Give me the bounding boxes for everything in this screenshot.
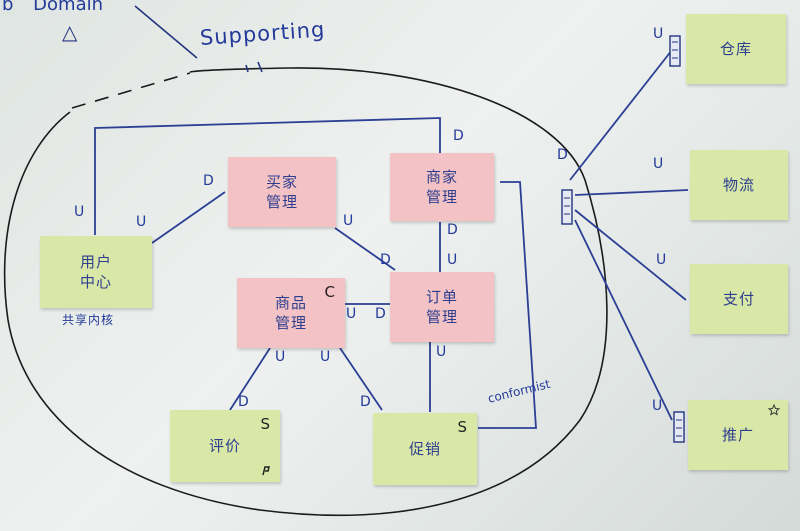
domain-title-text: Domain bbox=[33, 0, 104, 15]
note-goods-line2: 管理 bbox=[274, 314, 307, 332]
label-d-7: D bbox=[360, 394, 371, 410]
note-warehouse-label: 仓库 bbox=[719, 40, 752, 58]
promotion-ext-line bbox=[574, 219, 673, 421]
label-u-10: U bbox=[653, 156, 664, 172]
label-u-11: U bbox=[656, 252, 667, 268]
note-order-management: 订单 管理 bbox=[390, 272, 494, 342]
label-u-7: U bbox=[320, 349, 331, 365]
triangle-symbol: △ bbox=[62, 20, 78, 44]
note-logistics-label: 物流 bbox=[722, 176, 755, 194]
label-d-6: D bbox=[238, 394, 249, 410]
label-u-1: U bbox=[74, 204, 85, 220]
supporting-pointer bbox=[134, 5, 198, 59]
note-merchant-management: 商家 管理 bbox=[390, 153, 494, 221]
label-u-3: U bbox=[343, 213, 354, 229]
label-u-2: U bbox=[136, 214, 147, 230]
goods-to-promotion-line bbox=[339, 347, 383, 411]
note-payment-label: 支付 bbox=[722, 290, 755, 308]
core-tag: C bbox=[324, 283, 335, 301]
acl-box-center bbox=[561, 189, 573, 225]
note-user-line1: 用户 bbox=[79, 253, 112, 271]
label-d-4: D bbox=[447, 222, 458, 238]
label-u-9: U bbox=[653, 26, 664, 42]
domain-prefix: b bbox=[2, 0, 14, 15]
note-goods-line1: 商品 bbox=[274, 294, 307, 312]
user-to-merchant-line bbox=[94, 117, 441, 235]
note-warehouse: 仓库 bbox=[686, 14, 786, 84]
note-ext-promotion: 推广 bbox=[688, 400, 788, 470]
label-d-2: D bbox=[453, 128, 464, 144]
note-logistics: 物流 bbox=[690, 150, 788, 220]
conformist-line bbox=[478, 181, 537, 429]
promotion-tag: S bbox=[457, 418, 467, 436]
label-u-6: U bbox=[275, 349, 286, 365]
note-order-line2: 管理 bbox=[425, 308, 458, 326]
note-merchant-line1: 商家 bbox=[425, 168, 458, 186]
note-buyer-line1: 买家 bbox=[265, 173, 298, 191]
context-boundary-dashed bbox=[71, 72, 191, 109]
note-review: 评价 S bbox=[170, 410, 280, 482]
note-buyer-line2: 管理 bbox=[265, 193, 298, 211]
goods-to-review-line bbox=[229, 347, 271, 411]
pin-icon bbox=[262, 466, 270, 476]
logistics-line bbox=[574, 189, 689, 196]
note-payment: 支付 bbox=[690, 264, 788, 334]
warehouse-line bbox=[569, 49, 673, 181]
review-tag: S bbox=[260, 415, 270, 433]
label-u-4: U bbox=[447, 252, 458, 268]
note-order-line1: 订单 bbox=[425, 288, 458, 306]
domain-title: b Domain bbox=[2, 0, 103, 15]
star-icon bbox=[768, 404, 780, 416]
note-promotion: 促销 S bbox=[373, 413, 477, 485]
label-u-12: U bbox=[652, 398, 663, 414]
note-goods-management: 商品 管理 C bbox=[237, 278, 345, 348]
note-ext-promotion-label: 推广 bbox=[721, 426, 754, 444]
buyer-to-order-line bbox=[334, 227, 396, 271]
user-to-buyer-line bbox=[151, 191, 226, 244]
note-merchant-line2: 管理 bbox=[425, 188, 458, 206]
acl-box-promo bbox=[673, 411, 685, 443]
note-user-center: 用户 中心 bbox=[40, 236, 152, 308]
note-user-line2: 中心 bbox=[79, 273, 112, 291]
label-d-5: D bbox=[375, 306, 386, 322]
note-promotion-label: 促销 bbox=[408, 440, 441, 458]
label-d-3: D bbox=[380, 252, 391, 268]
payment-line bbox=[574, 209, 687, 301]
note-review-label: 评价 bbox=[208, 437, 241, 455]
shared-kernel-label: 共享内核 bbox=[62, 313, 115, 327]
context-boundary bbox=[3, 67, 608, 517]
note-buyer-management: 买家 管理 bbox=[228, 157, 336, 227]
label-u-8: U bbox=[436, 344, 447, 360]
label-d-8: D bbox=[557, 147, 568, 163]
label-u-5: U bbox=[346, 306, 357, 322]
acl-box-warehouse bbox=[669, 35, 681, 67]
label-d-1: D bbox=[203, 173, 214, 189]
